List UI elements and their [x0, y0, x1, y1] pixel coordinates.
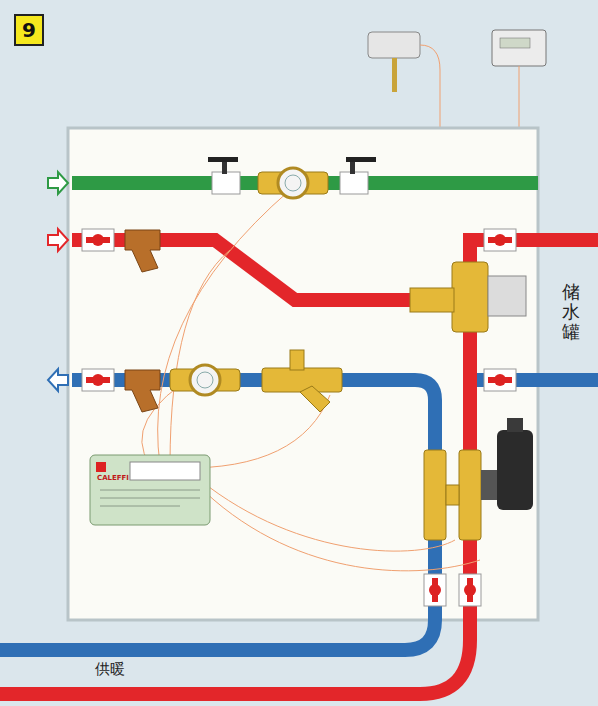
heating-label: 供暖 [95, 660, 125, 679]
cold-valve [340, 157, 376, 194]
tank-label: 储水罐 [562, 282, 580, 341]
pump [481, 418, 533, 510]
energy-calculator [90, 455, 210, 525]
callout-box: 9 [14, 14, 44, 46]
controller [492, 30, 546, 66]
cold-meter [258, 168, 328, 198]
flow-arrows [48, 172, 68, 391]
ball-valves [82, 229, 516, 606]
hot-pipes [0, 233, 598, 694]
balancing-valve [262, 350, 342, 412]
brand-label: CALEFFI [97, 474, 129, 482]
strainers [125, 230, 160, 412]
cold-valve [208, 157, 240, 194]
thermostat [368, 32, 440, 92]
callout-number: 9 [22, 20, 36, 40]
heat-meter [170, 365, 240, 395]
mixing-valve [410, 262, 526, 332]
tees [424, 450, 481, 540]
return-pipes [0, 380, 598, 650]
